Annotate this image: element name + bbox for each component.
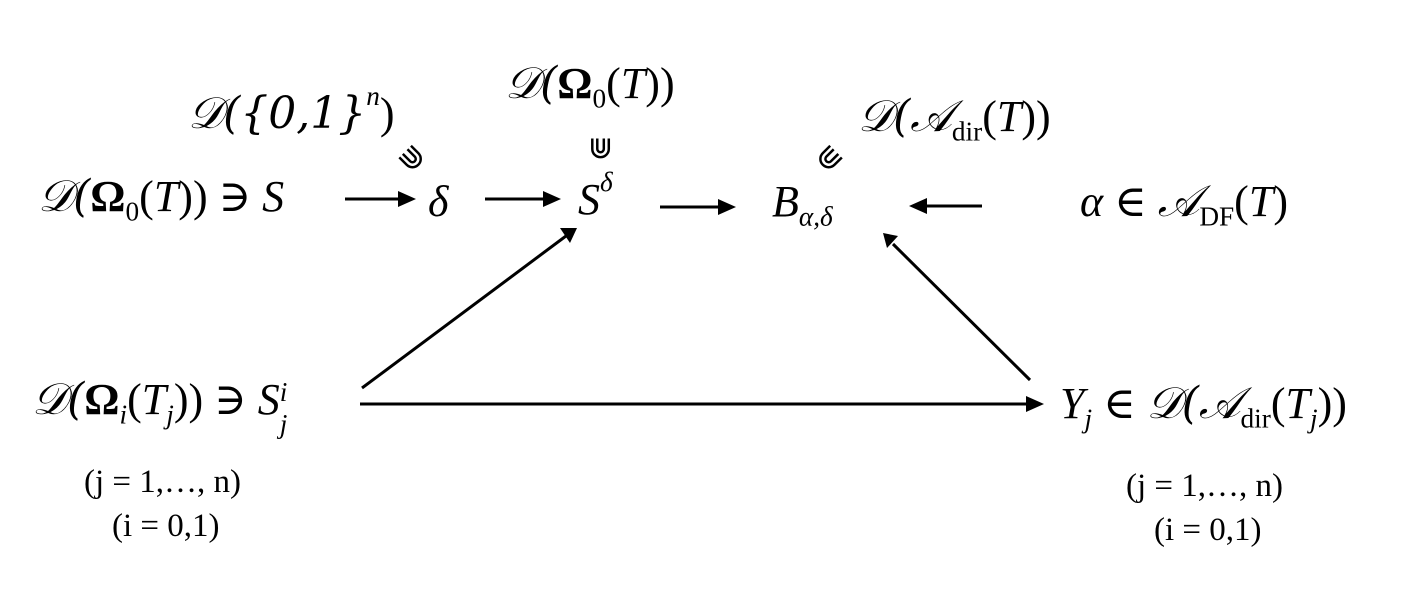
arrow-yj-to-b bbox=[883, 233, 1032, 382]
arrow-s-to-delta bbox=[345, 191, 416, 207]
range-left-j: (j = 1,…, n) bbox=[84, 464, 242, 500]
arrow-s-delta-to-b bbox=[660, 199, 736, 215]
node-alpha: α ∈ 𝒜DF(T) bbox=[1080, 176, 1288, 232]
range-right-i: (i = 0,1) bbox=[1154, 512, 1262, 548]
annotation-domega0t: 𝒟(Ω0(T)) bbox=[505, 58, 675, 114]
supset-glyph-domega0t: ⋓ bbox=[588, 131, 614, 166]
node-yj: Yj ∈ 𝒟(𝒜dir(Tj)) bbox=[1060, 378, 1347, 434]
node-s: 𝒟(Ω0(T)) ∋ S bbox=[38, 171, 285, 227]
arrow-sij-to-s-delta bbox=[361, 228, 577, 390]
annotation-d01n: 𝒟({0,1}n) bbox=[188, 80, 395, 139]
supset-glyph-d01n: ⋓ bbox=[390, 137, 434, 180]
supset-glyph-dadirt: ⋓ bbox=[807, 137, 851, 180]
range-right-j: (j = 1,…, n) bbox=[1126, 468, 1284, 504]
arrow-alpha-to-b bbox=[909, 198, 982, 214]
annotation-dadirt: 𝒟(𝒜dir(T)) bbox=[858, 91, 1051, 147]
arrow-sij-to-yj bbox=[360, 396, 1044, 412]
range-left-i: (i = 0,1) bbox=[112, 508, 220, 544]
node-s-delta: Sδ bbox=[578, 166, 613, 224]
arrow-delta-to-s-delta bbox=[485, 191, 561, 207]
node-delta: δ bbox=[428, 177, 449, 226]
node-b: Bα,δ bbox=[772, 177, 833, 232]
